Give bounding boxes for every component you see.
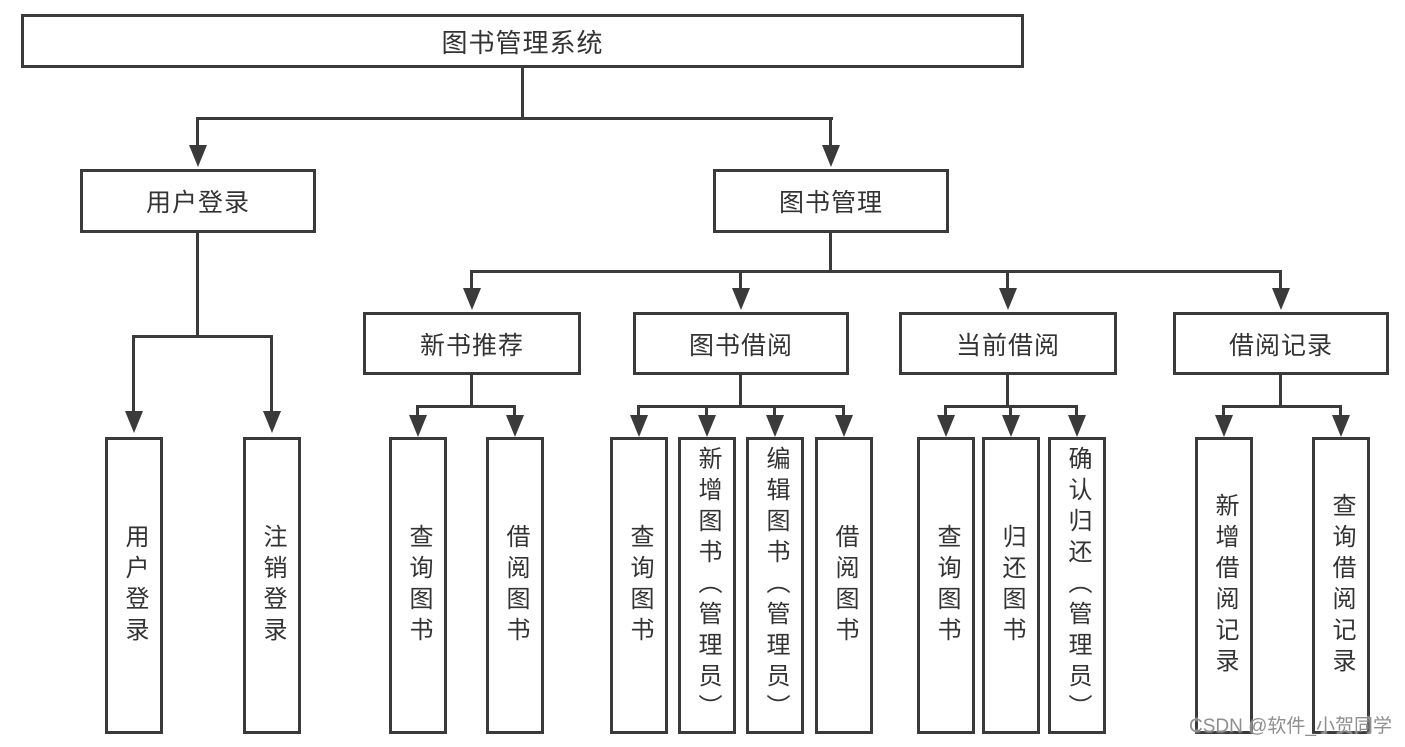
arrow-down-icon (698, 415, 716, 437)
arrow-down-icon (189, 145, 207, 167)
connector-root-stem (521, 68, 524, 117)
connector-book-mgmt-stem (829, 233, 832, 272)
connector-drop-user-login (196, 117, 199, 145)
node-borrowing-records: 借阅记录 (1173, 312, 1389, 375)
connector-user-login-branch (132, 335, 273, 338)
arrow-down-icon (463, 288, 481, 310)
connector-drop (416, 405, 419, 415)
leaf-borrow-books-recommend: 借阅图书 (486, 437, 544, 734)
connector-drop-leaf-login (132, 335, 135, 411)
arrow-down-icon (999, 288, 1017, 310)
arrow-down-icon (766, 415, 784, 437)
connector-current-stem (1006, 375, 1009, 407)
connector-drop-leaf-logout (270, 335, 273, 411)
arrow-down-icon (1332, 415, 1350, 437)
arrow-down-icon (263, 411, 281, 433)
arrow-down-icon (1215, 415, 1233, 437)
leaf-query-books-current: 查询图书 (917, 437, 975, 734)
connector-drop-borrow-record (1279, 270, 1282, 288)
connector-book-mgmt-branch (470, 270, 1281, 273)
connector-drop (637, 405, 640, 415)
csdn-watermark: CSDN @软件_小贺同学 (1189, 716, 1392, 737)
connector-drop (842, 405, 845, 415)
connector-drop (1009, 405, 1012, 415)
node-new-book-recommend: 新书推荐 (363, 312, 581, 375)
node-user-login: 用户登录 (80, 169, 316, 233)
leaf-return-books: 归还图书 (982, 437, 1040, 734)
arrow-down-icon (732, 288, 750, 310)
connector-borrowing-stem (739, 375, 742, 407)
leaf-confirm-return-admin: 确认归还（管理员） (1048, 437, 1106, 734)
leaf-query-books-recommend: 查询图书 (389, 437, 447, 734)
connector-recommend-stem (470, 375, 473, 407)
arrow-down-icon (506, 415, 524, 437)
arrow-down-icon (1002, 415, 1020, 437)
node-current-borrowing: 当前借阅 (899, 312, 1117, 375)
connector-drop-current-borrow (1006, 270, 1009, 288)
arrow-down-icon (822, 145, 840, 167)
leaf-add-borrow-record: 新增借阅记录 (1195, 437, 1253, 734)
connector-drop-new-book (470, 270, 473, 288)
leaf-query-borrow-record: 查询借阅记录 (1312, 437, 1370, 734)
connector-recommend-branch (416, 405, 516, 408)
connector-drop-book-borrow (739, 270, 742, 288)
leaf-logout: 注销登录 (243, 437, 301, 734)
connector-records-stem (1279, 375, 1282, 407)
connector-drop (773, 405, 776, 415)
connector-borrowing-branch (637, 405, 845, 408)
node-book-borrowing: 图书借阅 (633, 312, 849, 375)
node-book-management: 图书管理 (713, 169, 949, 233)
connector-records-branch (1222, 405, 1342, 408)
connector-drop (1075, 405, 1078, 415)
connector-drop (705, 405, 708, 415)
connector-drop (1222, 405, 1225, 415)
node-root-library-management-system: 图书管理系统 (21, 14, 1024, 68)
arrow-down-icon (630, 415, 648, 437)
connector-root-branch (196, 117, 833, 120)
arrow-down-icon (1272, 288, 1290, 310)
leaf-add-books-admin: 新增图书（管理员） (678, 437, 736, 734)
arrow-down-icon (409, 415, 427, 437)
connector-drop-book-management (829, 117, 832, 145)
leaf-borrow-books: 借阅图书 (815, 437, 873, 734)
connector-drop (513, 405, 516, 415)
connector-user-login-stem (196, 233, 199, 336)
leaf-user-login: 用户登录 (105, 437, 163, 734)
connector-drop (944, 405, 947, 415)
arrow-down-icon (1068, 415, 1086, 437)
arrow-down-icon (937, 415, 955, 437)
arrow-down-icon (125, 411, 143, 433)
leaf-edit-books-admin: 编辑图书（管理员） (746, 437, 804, 734)
arrow-down-icon (835, 415, 853, 437)
connector-drop (1339, 405, 1342, 415)
leaf-query-books-borrowing: 查询图书 (610, 437, 668, 734)
